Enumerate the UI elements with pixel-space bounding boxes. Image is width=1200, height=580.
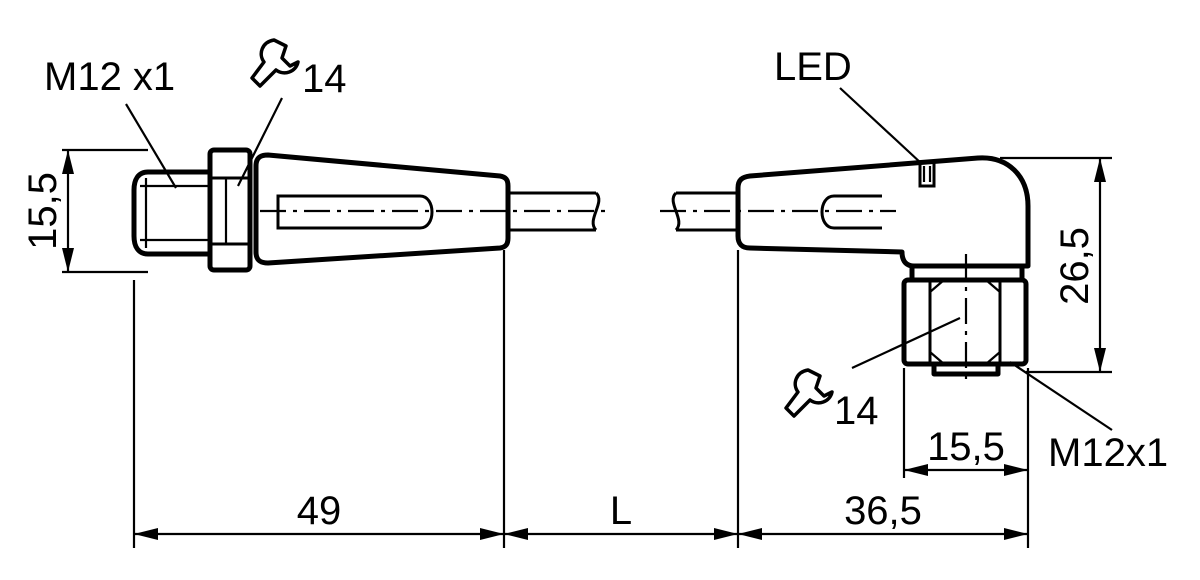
dimension-lines xyxy=(62,148,1112,548)
right-molded-body xyxy=(735,155,1031,269)
height-dimension-right: 26,5 xyxy=(1053,227,1097,305)
wrench-icon xyxy=(250,38,300,88)
leader-lines xyxy=(125,87,1113,431)
cable-length-dimension: L xyxy=(610,489,632,533)
thread-label-right: M12x1 xyxy=(1048,431,1168,475)
left-cable xyxy=(508,191,596,232)
led-window xyxy=(918,160,936,188)
wrench-icon xyxy=(784,368,834,418)
length-dimension-right: 36,5 xyxy=(844,489,922,533)
nut-width-dimension: 15,5 xyxy=(927,425,1005,469)
right-angled-connector xyxy=(660,155,1031,382)
thread-label-left: M12 x1 xyxy=(44,55,175,99)
led-label: LED xyxy=(774,45,852,89)
length-dimension-left: 49 xyxy=(297,489,342,533)
left-hex-nut xyxy=(207,147,253,273)
height-dimension-left: 15,5 xyxy=(21,172,65,250)
left-straight-connector xyxy=(131,147,610,273)
wrench-size-label-left: 14 xyxy=(302,57,347,101)
wrench-size-label-right: 14 xyxy=(834,389,879,433)
left-thread-body xyxy=(131,169,213,257)
left-molded-body xyxy=(253,152,511,266)
right-cable xyxy=(676,191,738,232)
